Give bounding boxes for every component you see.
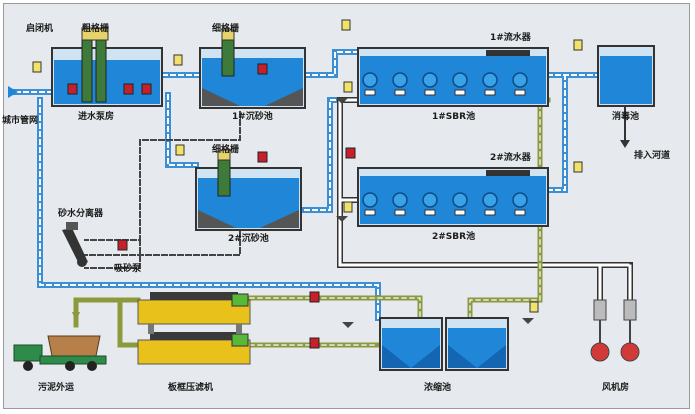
aerators: [362, 72, 528, 216]
filter-presses: [137, 292, 251, 365]
diffuser-icon: [364, 209, 376, 216]
aerator-icon: [362, 192, 378, 208]
sand-separator: [62, 222, 88, 267]
sensor-icon: [341, 19, 351, 31]
aerator-icon: [392, 72, 408, 88]
valve-icon: [67, 83, 78, 95]
valve-symbol-icon: [336, 98, 348, 104]
aerator-icon: [452, 72, 468, 88]
aerator-icon: [512, 192, 528, 208]
valve-icon: [345, 147, 356, 159]
valve-icon: [257, 63, 268, 75]
sensor-icon: [573, 39, 583, 51]
water-pipe-dashes: [15, 51, 599, 319]
aerator-icon: [482, 192, 498, 208]
diffuser-icon: [514, 89, 526, 96]
diffuser-icon: [364, 89, 376, 96]
sbr-2-label: 2#SBR池: [432, 232, 476, 242]
valve-symbol-icon: [336, 216, 348, 222]
aerator-icon: [422, 192, 438, 208]
flow-meter-2-label: 2#流水器: [490, 153, 531, 163]
sensor-icon: [573, 161, 583, 173]
tanks: [51, 27, 655, 371]
sensor-icon: [343, 81, 353, 93]
diffuser-icon: [514, 209, 526, 216]
fine-screen-1-label: 细格栅: [212, 24, 240, 34]
valve-symbol-icon: [342, 322, 354, 328]
sensor-icon: [175, 144, 185, 156]
valve-symbol-icon: [522, 318, 534, 324]
aerator-icon: [392, 192, 408, 208]
thickener-label: 浓缩池: [424, 383, 452, 393]
sensor-icon: [173, 54, 183, 66]
aerator-icon: [452, 192, 468, 208]
aerator-icon: [512, 72, 528, 88]
valve-icon: [309, 337, 320, 349]
diffuser-icon: [394, 89, 406, 96]
fine-screen-2-label: 细格栅: [212, 145, 240, 155]
disinfection-label: 消毒池: [612, 112, 640, 122]
diffuser-icon: [484, 89, 496, 96]
valve-icon: [141, 83, 152, 95]
grit-tank-1-label: 1#沉砂池: [232, 112, 273, 122]
sensor-icon: [32, 61, 42, 73]
valve-icon: [257, 151, 268, 163]
aerator-icon: [422, 72, 438, 88]
gate-room-label: 启闭机: [26, 24, 54, 34]
valve-icon: [117, 239, 128, 251]
aerator-icon: [362, 72, 378, 88]
diffuser-icon: [484, 209, 496, 216]
sensor-icon: [343, 201, 353, 213]
devices: [32, 19, 583, 349]
diffuser-icon: [394, 209, 406, 216]
aerator-icon: [482, 72, 498, 88]
diffuser-icon: [454, 209, 466, 216]
inlet-pump-room-label: 进水泵房: [78, 112, 115, 122]
coarse-screen-label: 粗格栅: [82, 24, 110, 34]
sand-pipes: [84, 111, 241, 269]
diffuser-icon: [454, 89, 466, 96]
sand-separator-label: 砂水分离器: [58, 209, 104, 219]
diffuser-icon: [424, 89, 436, 96]
diffuser-icon: [424, 209, 436, 216]
blower-room-label: 风机房: [602, 383, 630, 393]
valve-icon: [309, 291, 320, 303]
city-pipe-label: 城市管网: [2, 116, 39, 126]
discharge-label: 排入河道: [634, 151, 671, 161]
valve-icon: [123, 83, 134, 95]
sludge-out-label: 污泥外运: [38, 383, 75, 393]
sbr-1-label: 1#SBR池: [432, 112, 476, 122]
blowers: [590, 299, 640, 362]
sludge-truck: [13, 312, 107, 371]
sensor-icon: [529, 301, 539, 313]
filter-press-label: 板框压滤机: [168, 383, 214, 393]
sand-pump-label: 吸砂泵: [114, 264, 142, 274]
flow-meter-1-label: 1#流水器: [490, 33, 531, 43]
grit-tank-2-label: 2#沉砂池: [228, 234, 269, 244]
